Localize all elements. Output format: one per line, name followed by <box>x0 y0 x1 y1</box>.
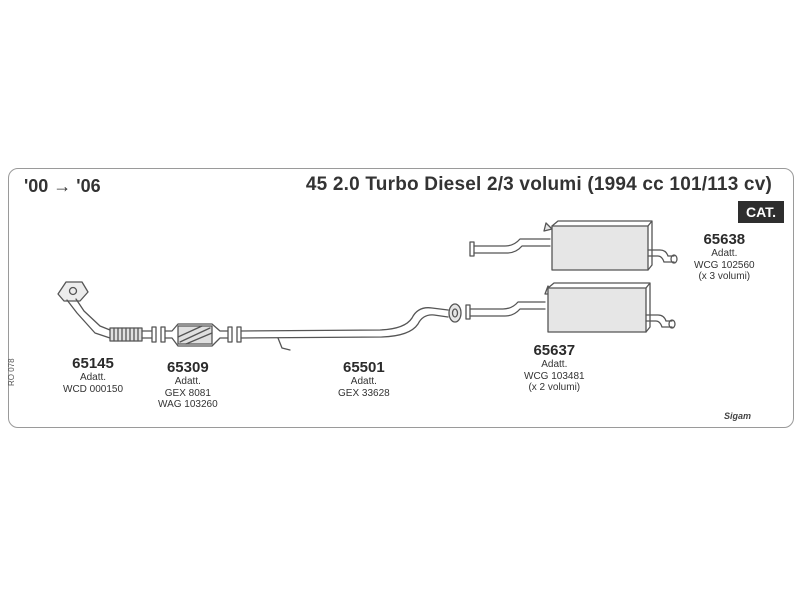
part-label-65501: 65501 Adatt. GEX 33628 <box>338 359 390 399</box>
part-ref: WCG 103481 <box>524 370 585 382</box>
model-years: '00 → '06 <box>24 176 101 196</box>
part-ref: WAG 103260 <box>158 399 218 410</box>
part-code: 65637 <box>533 342 576 359</box>
side-reference-code: RO 078 <box>7 358 16 386</box>
part-note: Adatt. <box>711 248 738 259</box>
part-code: 65501 <box>343 359 385 376</box>
part-note: Adatt. <box>350 376 377 387</box>
part-note: Adatt. <box>79 372 107 383</box>
part-label-65145: 65145 Adatt. WCD 000150 <box>63 355 123 395</box>
part-ref: GEX 33628 <box>338 387 390 399</box>
part-code: 65638 <box>703 231 746 248</box>
part-label-65637: 65637 Adatt. WCG 103481 (x 2 volumi) <box>524 342 585 394</box>
part-ref: GEX 8081 <box>164 387 211 399</box>
part-code: 65309 <box>166 359 209 376</box>
part-code: 65145 <box>72 355 114 372</box>
rear-silencer-65637[interactable] <box>465 282 676 333</box>
part-ref: WCG 102560 <box>694 259 755 271</box>
vehicle-title: 45 2.0 Turbo Diesel 2/3 volumi (1994 cc … <box>305 174 772 195</box>
part-label-65309: 65309 Adatt. GEX 8081 WAG 103260 <box>158 359 218 411</box>
middle-pipe-65501[interactable] <box>236 303 462 351</box>
part-label-65638: 65638 Adatt. WCG 102560 (x 3 volumi) <box>694 231 755 283</box>
part-variant: (x 2 volumi) <box>528 382 581 393</box>
catalyst-65309[interactable] <box>160 323 233 347</box>
catalyst-badge: CAT. <box>738 201 784 223</box>
part-variant: (x 3 volumi) <box>698 271 751 282</box>
part-ref: WCD 000150 <box>63 383 124 395</box>
front-pipe-65145[interactable] <box>57 281 157 343</box>
rear-silencer-65638[interactable] <box>469 220 678 271</box>
diagram-panel <box>8 168 794 428</box>
brand-logo: Sigam <box>724 411 752 421</box>
part-note: Adatt. <box>174 376 201 387</box>
part-note: Adatt. <box>541 359 568 370</box>
